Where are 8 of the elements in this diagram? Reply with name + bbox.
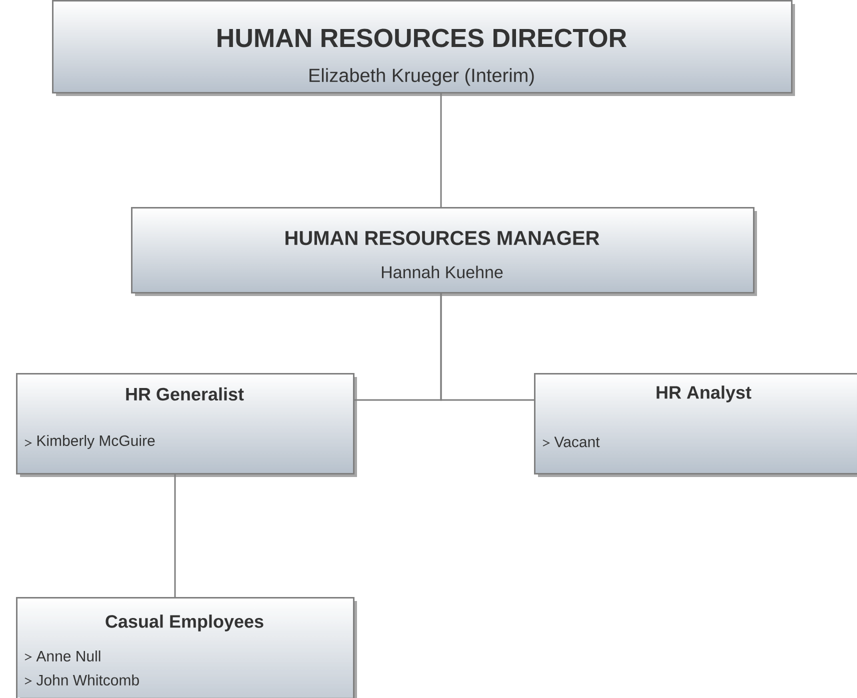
connector-line (440, 294, 534, 401)
org-box: HUMAN RESOURCES MANAGER Hannah Kuehne (131, 207, 757, 296)
org-box: HR Generalist Kimberly McGuire (16, 373, 357, 477)
org-box: HR Analyst Vacant (534, 373, 857, 477)
connector-line (440, 94, 442, 207)
org-box: HUMAN RESOURCES DIRECTOR Elizabeth Krueger (Interim) (52, 0, 795, 96)
org-box: Casual Employees Anne Null John Whitcomb (16, 597, 357, 698)
connector-line (174, 474, 176, 597)
